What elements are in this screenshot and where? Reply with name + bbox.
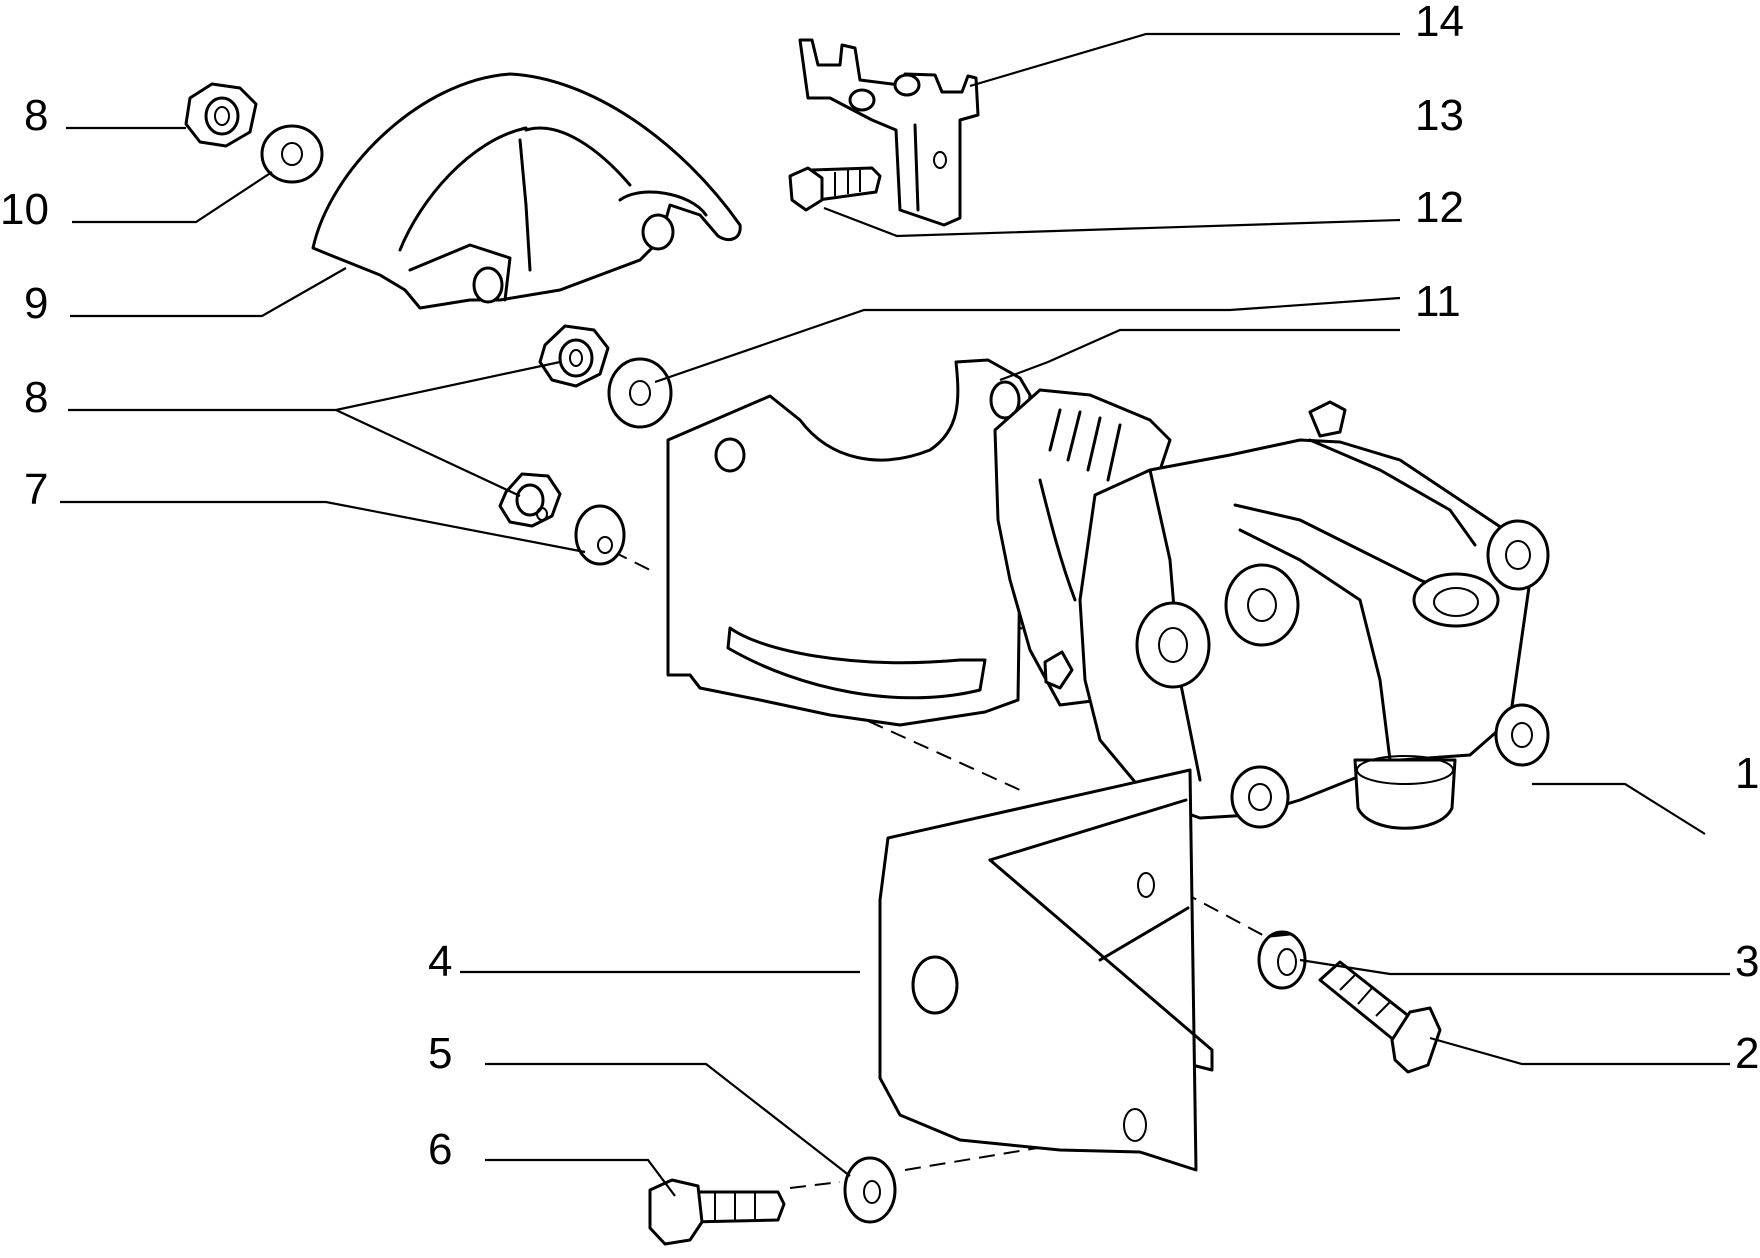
callout-12: 12 [1415,183,1464,232]
part-10-washer [260,124,324,184]
callout-7: 7 [24,465,48,514]
part-3-lock-washer [1257,930,1307,990]
callout-9: 9 [24,279,48,328]
callout-labels: 14 13 12 11 8 10 9 8 7 1 4 3 2 5 6 [0,0,1759,1174]
callout-6: 6 [428,1125,452,1174]
callout-1: 1 [1735,749,1759,798]
part-1-pump [993,388,1550,830]
callout-8-top: 8 [24,91,48,140]
callout-13: 13 [1415,91,1464,140]
part-9-heat-shield [311,72,742,310]
part-12-washer [607,357,673,429]
callout-5: 5 [428,1029,452,1078]
part-14-bracket-clip [798,38,980,227]
leader-lines [60,32,1730,1197]
part-11-mounting-plate [666,358,1032,727]
part-7-washer [574,504,626,566]
part-8-nut-top [184,82,258,148]
part-8-nut-middle-upper [538,324,610,388]
part-4-angle-bracket [878,768,1214,1172]
part-6-bolt [648,1178,786,1246]
callout-2: 2 [1735,1029,1759,1078]
part-13-bolt [788,166,882,212]
callout-11: 11 [1415,277,1461,326]
callout-3: 3 [1735,937,1759,986]
callout-4: 4 [428,937,452,986]
callout-8-middle: 8 [24,373,48,422]
part-5-washer [843,1156,897,1224]
callout-14: 14 [1415,0,1464,46]
callout-10: 10 [0,185,49,234]
part-8-nut-middle-lower [498,472,562,528]
part-2-bolt [1318,960,1442,1074]
